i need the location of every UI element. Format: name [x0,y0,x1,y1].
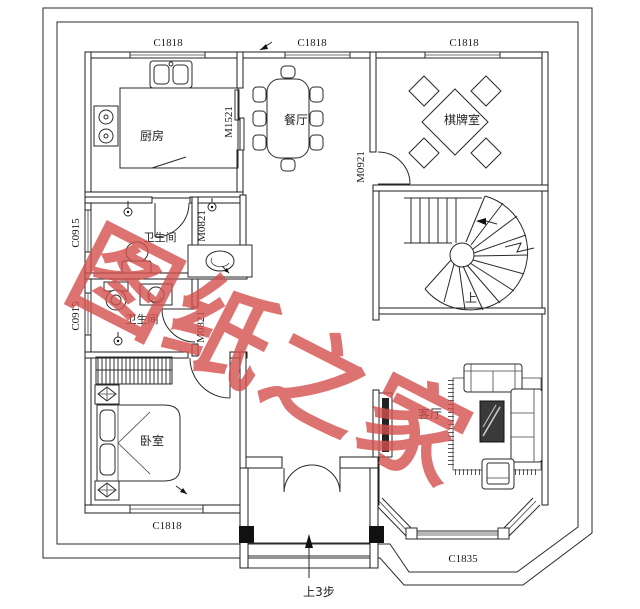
wall-bath2-right-a [191,278,199,308]
tv-cabinet [378,392,393,458]
dining-table-set [252,65,324,172]
nightstand-bottom [94,480,120,501]
bath-lower-door [161,308,196,343]
wall-kitchen-dining [236,51,244,89]
window-top-right [424,51,501,59]
door-label-bath-lower: M0821 [195,311,207,343]
bed [96,404,181,482]
window-left-upper [84,209,92,253]
hall-lamp-icon [207,198,217,212]
bay-window [375,497,541,540]
steps-up-arrow [305,534,313,578]
stairs-up-label: 上 [465,291,477,305]
leader-arrow-top [259,41,273,51]
wall-chessroom-bottom [372,184,549,192]
wall-hall-living-upper [372,190,380,321]
bedroom-door [189,357,231,399]
leader-arrow-bedroom [175,485,188,495]
kitchen-sink [149,60,193,89]
chess-room-door [377,151,411,185]
ceiling-lamp-icon [123,201,133,217]
room-label-living: 客厅 [418,406,442,421]
room-label-bath-lower: 卫生间 [126,312,159,326]
window-label-top-left: C1818 [153,37,183,49]
entry-porch [239,467,384,569]
window-label-left-lower: C0915 [70,301,82,331]
sofa-two-seat [463,363,523,393]
wall-entry-left [245,456,283,469]
room-label-dining: 餐厅 [284,112,308,127]
window-top-middle [284,51,351,59]
wall-dining-chess [369,51,377,153]
entry-steps-label: 上3步 [303,585,335,599]
wardrobe [95,356,173,385]
wall-stair-living [378,307,546,315]
kitchen-inner-door [151,156,187,169]
kitchen-stove [93,105,119,147]
door-label-chess: M0921 [355,151,367,183]
pedestal-sink [103,281,129,311]
wall-bath1-top-left [84,196,153,204]
wall-hall-west-upper [239,194,247,248]
kitchen-counter-outline [119,87,239,169]
armchair [481,458,515,490]
chess-table-set [408,75,502,169]
toilet-upper [121,241,152,274]
wall-entry-right [339,456,379,469]
washbasin-counter [187,244,253,278]
wall-right [541,51,549,506]
wall-bedroom-top-b [229,351,248,359]
window-label-top-middle: C1818 [297,37,327,49]
room-label-kitchen: 厨房 [140,128,164,143]
room-label-bath-upper: 卫生间 [144,230,177,244]
door-label-bath-upper: M0821 [196,210,208,242]
eave-outline-outer [42,7,593,586]
front-double-door [283,464,341,493]
window-left-lower [84,292,92,336]
eave-outline-inner [56,21,579,573]
bath-upper-door [154,202,190,238]
sofa-three-seat [510,388,543,463]
kitchen-sliding-door [234,89,245,151]
spiral-staircase [404,195,535,311]
window-label-bottom-left: C1818 [152,520,182,532]
room-label-chess: 棋牌室 [444,112,480,127]
window-label-bay: C1835 [448,553,478,565]
window-bottom-left [129,504,204,514]
corner-basin [139,283,173,306]
room-label-bedroom: 卧室 [140,433,164,448]
coffee-table [479,400,505,443]
door-label-kitchen: M1521 [223,106,235,138]
wall-bath2-right-b [191,343,199,357]
window-label-left-upper: C0915 [70,218,82,248]
window-top-left [129,51,206,59]
nightstand-top [94,384,120,405]
window-label-top-right: C1818 [449,37,479,49]
floor-drain-icon [113,332,123,346]
